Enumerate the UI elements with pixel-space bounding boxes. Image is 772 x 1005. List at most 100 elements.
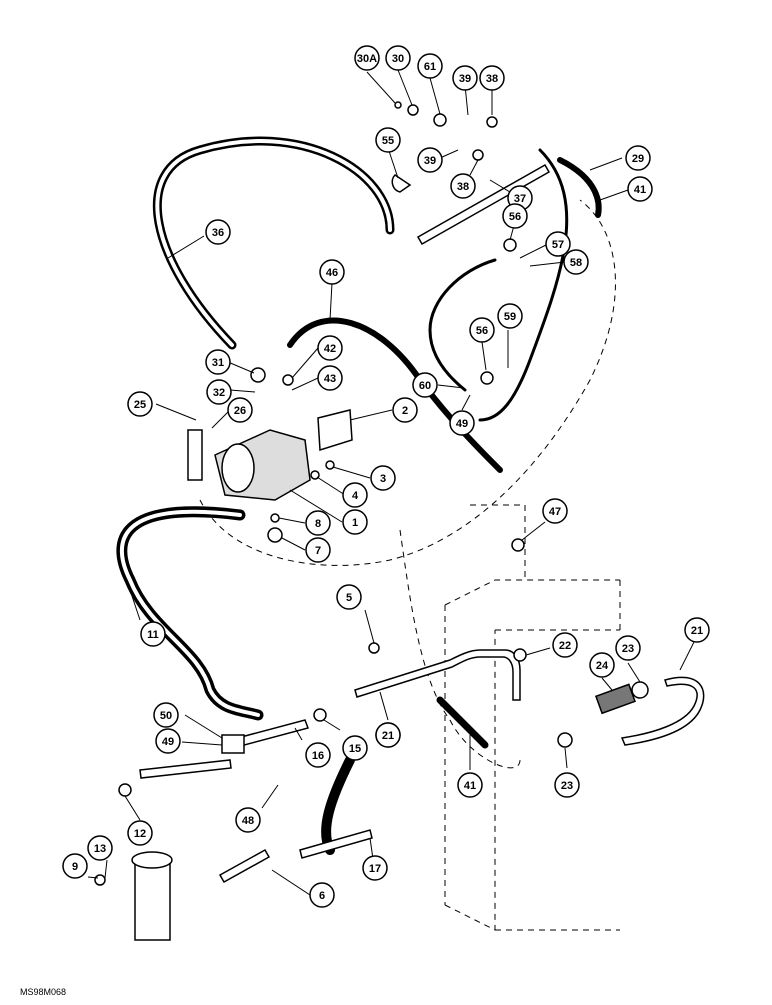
callout-label: 3 — [380, 473, 386, 485]
callout-circle — [449, 410, 475, 436]
return-line-outline — [399, 529, 521, 769]
callout-label: 61 — [424, 61, 436, 73]
leader-15 — [323, 719, 341, 731]
tube-21-main — [354, 649, 521, 701]
callout-5: 5 — [336, 584, 362, 610]
oring-30a — [394, 101, 402, 109]
callout-label: 36 — [212, 227, 224, 239]
callout-label: 30A — [357, 53, 377, 65]
filter-cap — [131, 851, 173, 869]
callout-2: 2 — [392, 397, 418, 423]
fitting-38 — [486, 116, 498, 128]
callout-41: 41 — [627, 176, 653, 202]
callout-circle — [375, 127, 401, 153]
leader-38b — [469, 159, 479, 176]
callout-9: 9 — [62, 853, 88, 879]
adapter-15 — [313, 708, 327, 722]
callout-label: 39 — [424, 155, 436, 167]
callout-circle — [305, 537, 331, 563]
callout-circle — [375, 722, 401, 748]
leader-7 — [281, 537, 306, 551]
callout-60: 60 — [412, 372, 438, 398]
callout-circle — [684, 617, 710, 643]
callout-circle — [615, 635, 641, 661]
callout-circle — [342, 509, 368, 535]
callout-circle — [87, 835, 113, 861]
callout-57: 57 — [545, 231, 571, 257]
callout-circle — [127, 391, 153, 417]
leader-42 — [291, 347, 319, 379]
leader-23 — [627, 662, 641, 683]
leader-58 — [529, 261, 566, 267]
tank-box-outline — [444, 579, 621, 931]
clamp-23 — [631, 681, 649, 699]
callout-39: 39 — [452, 65, 478, 91]
callout-label: 1 — [352, 517, 358, 529]
tube-55 — [391, 174, 412, 193]
hose-46 — [287, 317, 503, 473]
callout-label: 31 — [212, 357, 224, 369]
callout-label: 43 — [324, 373, 336, 385]
leader-8 — [278, 517, 306, 524]
pump-front-flange — [221, 443, 255, 493]
callout-23: 23 — [554, 772, 580, 798]
leader-11 — [129, 589, 141, 621]
callout-label: 60 — [419, 380, 431, 392]
leader-55 — [387, 147, 399, 179]
callout-3: 3 — [370, 465, 396, 491]
callout-7: 7 — [305, 537, 331, 563]
leader-23b — [564, 747, 568, 769]
callout-label: 8 — [315, 518, 321, 530]
plug-5 — [368, 642, 380, 654]
callout-circle — [552, 632, 578, 658]
bracket-outline — [470, 504, 526, 580]
dashed-outline-group — [199, 199, 621, 931]
callout-21: 21 — [684, 617, 710, 643]
callout-49: 49 — [449, 410, 475, 436]
leader-13 — [104, 859, 108, 879]
leader-5 — [364, 609, 375, 644]
callout-label: 5 — [346, 592, 352, 604]
callout-circle — [627, 176, 653, 202]
leader-4 — [316, 476, 346, 496]
callout-22: 22 — [552, 632, 578, 658]
callout-25: 25 — [127, 391, 153, 417]
callout-circle — [385, 45, 411, 71]
fitting-12 — [118, 783, 132, 797]
callout-label: 37 — [514, 193, 526, 205]
elbow-31 — [250, 367, 266, 383]
callout-circle — [206, 379, 232, 405]
callout-label: 59 — [504, 311, 516, 323]
callout-circle — [497, 303, 523, 329]
callout-17: 17 — [362, 855, 388, 881]
callout-15: 15 — [342, 735, 368, 761]
callout-circle — [235, 807, 261, 833]
callout-38: 38 — [479, 65, 505, 91]
callout-label: 42 — [324, 343, 336, 355]
leader-50 — [184, 714, 223, 739]
callout-circle — [155, 728, 181, 754]
callout-circle — [457, 772, 483, 798]
leader-43 — [291, 377, 319, 391]
callout-32: 32 — [206, 379, 232, 405]
callout-29: 29 — [625, 145, 651, 171]
callout-circle — [309, 882, 335, 908]
callout-circle — [417, 147, 443, 173]
callout-circle — [317, 365, 343, 391]
callout-13: 13 — [87, 835, 113, 861]
callout-42: 42 — [317, 335, 343, 361]
callout-circle — [317, 335, 343, 361]
callout-label: 50 — [160, 710, 172, 722]
callout-circle — [452, 65, 478, 91]
callout-56: 56 — [469, 317, 495, 343]
drawing-code: MS98M068 — [20, 987, 66, 997]
leader-29 — [589, 157, 623, 171]
callout-31: 31 — [205, 349, 231, 375]
hose-29 — [557, 157, 602, 218]
callout-23: 23 — [615, 635, 641, 661]
callout-label: 26 — [234, 405, 246, 417]
callout-circle — [370, 465, 396, 491]
callout-label: 56 — [476, 325, 488, 337]
callout-circle — [319, 259, 345, 285]
